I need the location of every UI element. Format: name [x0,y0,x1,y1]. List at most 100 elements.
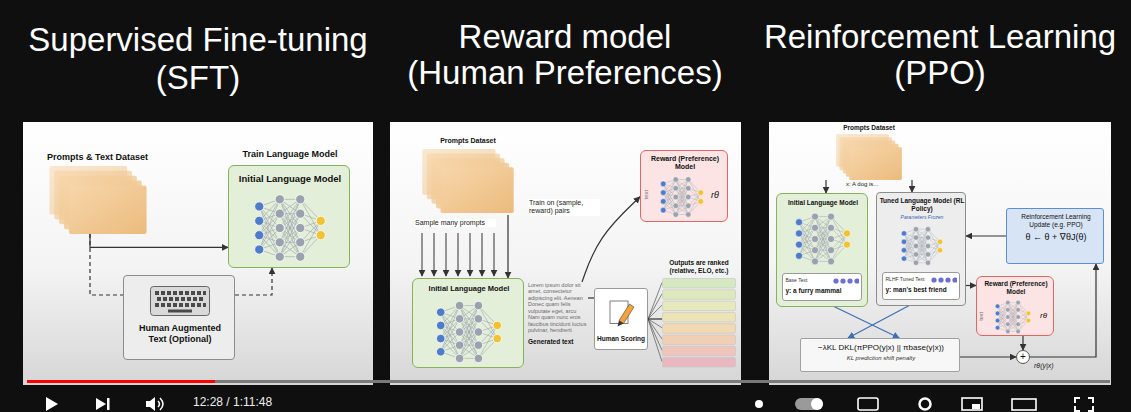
node-icon [931,277,957,282]
input-label: text [643,190,650,200]
reward-symbol: rθ [1040,311,1047,321]
ranked-output-bar [663,279,736,289]
node-icon [255,195,326,262]
penalty-caption: KL prediction shift penalty [805,355,957,362]
edge-label: Train on (sample, reward) pairs [528,199,600,216]
node-illustration [414,137,522,215]
dataset-label: Prompts & Text Dataset [40,152,155,163]
generated-text: Lorem ipsum dolor sit amet, consectetur … [528,282,588,366]
sample-output: y: a furry mammal [786,287,860,295]
ranked-output-bar [663,346,736,356]
ranking-line [648,318,662,319]
output-text-box: RLHF Tuned Text y: man's best friend [882,272,960,300]
sampling-arrow [507,215,508,278]
model-label: Initial Language Model [779,199,867,207]
sample-text: Lorem ipsum dolor sit amet, consectetur … [528,282,588,334]
node-icon [836,134,902,180]
fan-line [648,283,662,320]
fan-line [648,294,662,319]
volume-icon [146,397,155,411]
model-label: Reward (Preference) Model [645,155,725,172]
dataset-label: Prompts Dataset [822,124,916,132]
human-text-box: Human Augmented Text (Optional) [123,275,235,360]
fan-line [648,319,662,350]
node-icon [995,300,1030,333]
reward-arrow [1022,336,1023,350]
sampling-arrows [422,233,494,276]
node-icon [49,166,146,234]
captions-icon [858,398,878,410]
model-label: Initial Language Model [233,173,347,184]
optional-flow-arrow [235,268,272,295]
section-heading: Reinforcement Learning (PPO) [750,19,1130,91]
next-icon [96,398,106,410]
settings-icon [920,399,931,410]
node-icon [436,301,501,362]
sum-node: + [1016,350,1030,364]
autoplay-knob [811,398,823,410]
penalty-arrow [960,356,1016,357]
slide-panel [390,122,741,385]
ranked-output-bar [663,358,736,368]
node-illustration [40,152,155,234]
input-label: text [978,312,985,321]
prompt-arrow [911,180,912,192]
fan-line [648,319,662,362]
kl-penalty-box: −λKL DKL(πPPO(y|x) || πbase(y|x)) KL pred… [800,338,960,372]
node-icon [422,149,513,213]
node-illustration [662,278,736,369]
bars-heading: Outputs are ranked (relative, ELO, etc.) [662,259,736,275]
ranked-output-bar [663,335,736,345]
reward-model-box: Reward (Preference) Model text rθ [976,276,1054,336]
sampling-arrow [458,233,459,276]
sample-output: y: man's best friend [886,286,958,294]
sampling-arrow [470,233,471,276]
box-label: Human Scoring [595,335,647,343]
autoplay-toggle [795,398,823,410]
miniplayer-inset [972,404,980,409]
ranking-bars: Outputs are ranked (relative, ELO, etc.) [662,278,736,369]
sampling-arrow [446,233,447,276]
model-label: Reward (Preference) Model [980,280,1052,296]
plus-sign: + [1017,351,1029,362]
sampling-arrow [494,233,495,276]
theater-icon [1012,399,1036,410]
policy-model-box: Tuned Language Model (RL Policy)Paramete… [876,192,966,306]
slide-panel [769,122,1111,385]
penalty-formula: −λKL DKL(πPPO(y|x) || πbase(y|x)) [805,343,957,353]
node-icon [610,301,634,327]
step-heading: Train Language Model [229,149,351,160]
reward-term: rθ(y|x) [1034,362,1054,370]
caption: Generated text [528,338,588,346]
box-heading: RLHF Tuned Text [886,276,930,282]
fan-line [648,319,662,339]
box-heading: Base Text [786,277,830,283]
ranked-output-bar [663,324,736,334]
volume-waves [158,398,163,410]
prompt-example: x: A dog is... [846,181,878,188]
sampling-arrow [422,233,423,276]
ranked-output-bar [663,301,736,311]
section-heading: Reward model (Human Preferences) [402,19,728,91]
node-illustration [822,124,916,180]
fullscreen-icon [1075,398,1093,411]
node-icon [795,213,850,265]
node-icon [660,177,703,218]
node-icon [901,227,942,266]
video-time: 12:28 / 1:11:48 [193,395,272,409]
miniplayer-icon [962,398,982,410]
model-note: Parameters Frozen [879,214,965,220]
model-label: Initial Language Model [416,284,522,293]
section-heading: Supervised Fine-tuning (SFT) [23,21,373,97]
ranking-fan [648,283,662,362]
language-model-box: Initial Language ModelBase Text y: a furr… [776,193,868,307]
dataset-label: Prompts Dataset [414,137,522,145]
language-model-box: Initial Language Model [412,278,524,368]
box-label: Reinforcement Learning Update (e.g. PPO) [1012,213,1100,229]
ranked-output-bar [663,312,736,322]
dataset-stack: Prompts Dataset [822,124,916,180]
progress-played [27,380,215,383]
update-formula: θ ← θ + ∇θJ(θ) [1010,232,1102,243]
